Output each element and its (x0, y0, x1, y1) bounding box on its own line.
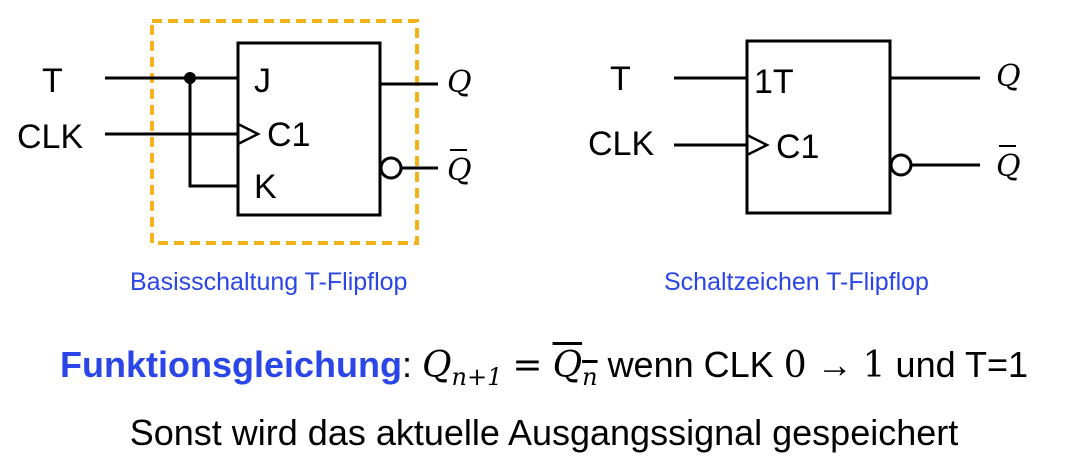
symbol-output-q: Q (996, 59, 1021, 94)
equation-to: 1 (862, 345, 886, 386)
symbol-output-qbar: Q (996, 149, 1021, 184)
equation-separator: : (401, 344, 412, 385)
storage-note: Sonst wird das aktuelle Ausgangssignal g… (129, 412, 959, 453)
equation-from: 0 (783, 345, 807, 386)
basic-pin-j: J (254, 62, 271, 100)
basic-output-qbar: Q (447, 153, 472, 188)
tflipflop-symbol-body (745, 39, 892, 215)
jk-flipflop-body (236, 41, 382, 217)
basic-pin-k: K (254, 168, 277, 206)
highlight-box (150, 19, 419, 245)
equation-wenn-text: wenn CLK (607, 344, 774, 385)
t-to-k-wire (188, 78, 238, 188)
equation-rhs-var: Q (552, 345, 583, 386)
equation-keyword: Funktionsgleichung (59, 344, 402, 385)
equation-arrow: → (816, 344, 853, 385)
basic-label-t: T (42, 62, 63, 100)
symbol-clock-triangle (746, 133, 770, 157)
equation-lhs-sub: n+1 (451, 363, 503, 392)
basic-label-clk: CLK (17, 118, 83, 156)
symbol-inversion-bubble (889, 153, 913, 177)
basic-pin-c1: C1 (267, 116, 310, 154)
equation-und-text: und T=1 (895, 344, 1028, 385)
basic-output-q: Q (447, 65, 472, 100)
symbol-pin-1t: 1T (754, 63, 794, 101)
function-equation: Funktionsgleichung: Qn+1 = Qn wenn CLK 0… (0, 344, 1088, 391)
symbol-pin-c1: C1 (776, 128, 819, 166)
equation-lhs-var: Q (422, 345, 452, 386)
basic-caption: Basisschaltung T-Flipflop (130, 268, 407, 296)
symbol-label-t: T (610, 60, 631, 98)
symbol-label-clk: CLK (588, 125, 654, 163)
equation-rhs-sub: n (582, 363, 598, 392)
inversion-bubble (379, 156, 403, 180)
equation-equals: = (512, 345, 543, 386)
clock-triangle (237, 122, 261, 146)
symbol-caption: Schaltzeichen T-Flipflop (664, 268, 929, 296)
